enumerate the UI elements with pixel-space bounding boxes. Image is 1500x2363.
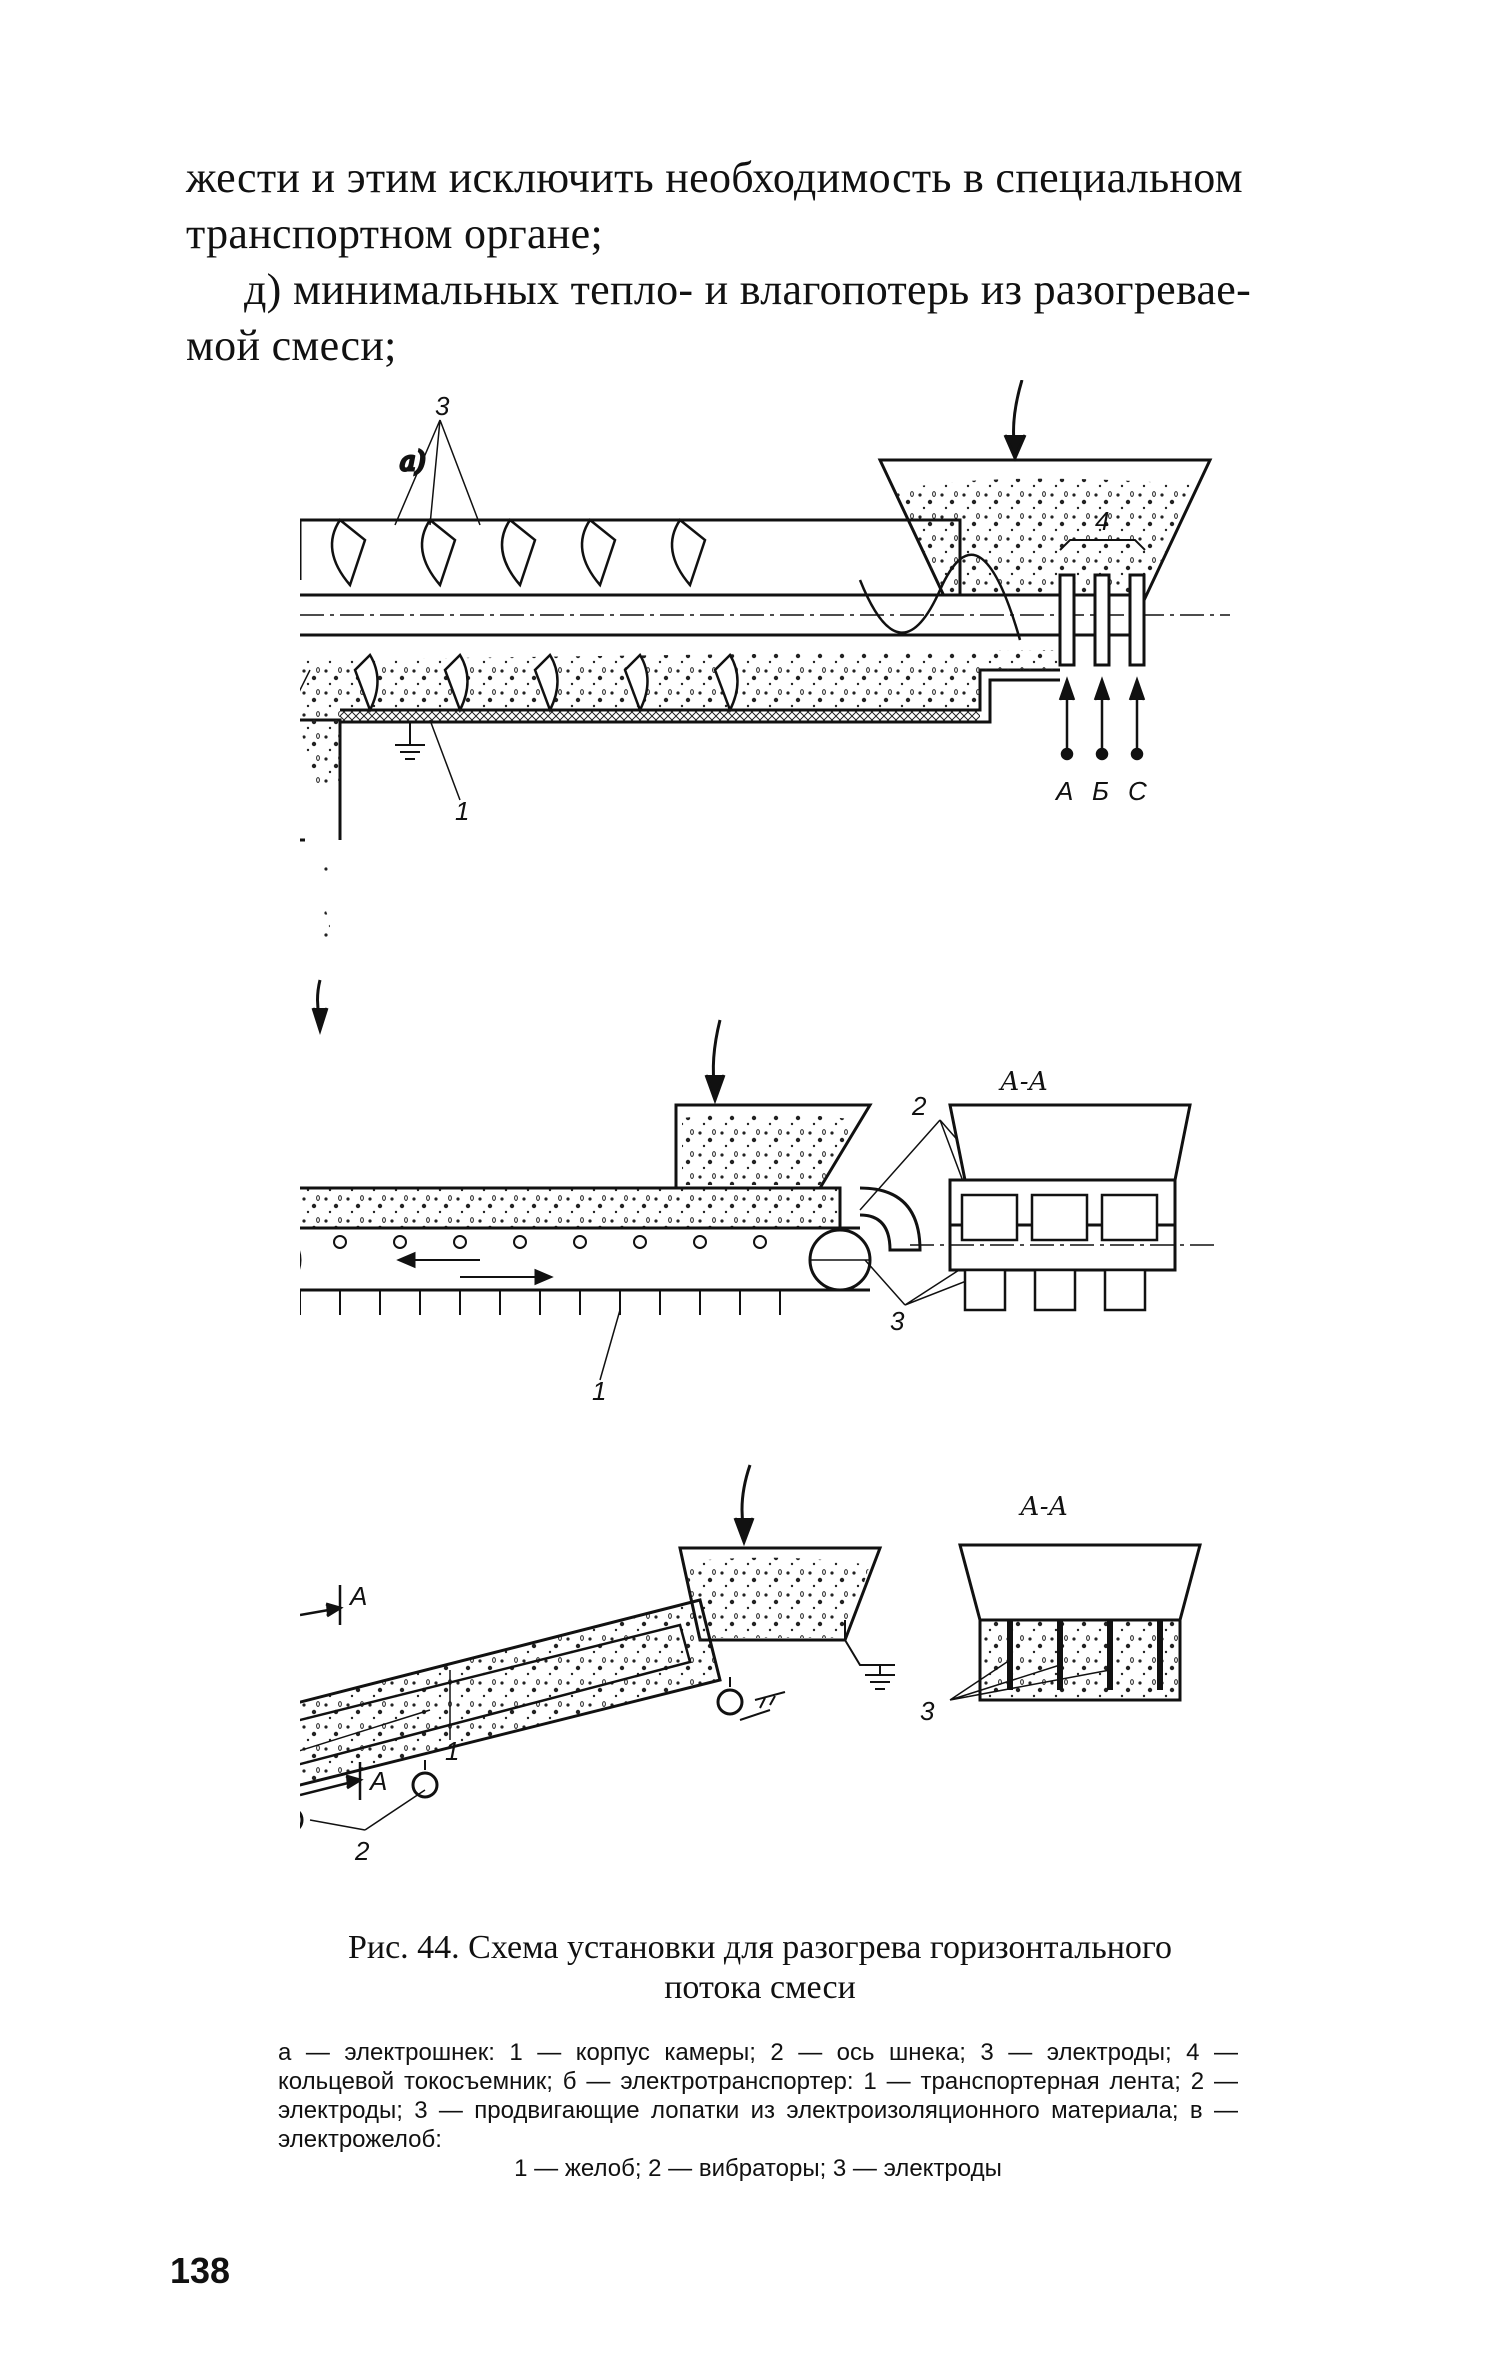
panel-b-conveyor: б) [300, 1019, 1220, 1406]
panel-b-num-3: 3 [890, 1306, 905, 1336]
caption-title-line-1: Рис. 44. Схема установки для разогрева г… [347, 1929, 1173, 1966]
paragraph-line-3: д) минимальных тепло- и влагопотерь из р… [244, 265, 1252, 314]
panel-v-num-2: 2 [354, 1836, 370, 1866]
panel-v-cut-a-top: А [348, 1581, 367, 1611]
panel-b-section-label: А-А [998, 1067, 1048, 1097]
phase-label-b: Б [1092, 776, 1109, 806]
panel-a-screw: а) [300, 380, 1230, 1035]
figure-44: а) [300, 380, 1260, 1900]
panel-v-section-num-3: 3 [920, 1696, 935, 1726]
figure-caption-body: а — электрошнек: 1 — корпус камеры; 2 — … [278, 2038, 1238, 2183]
panel-a-num-4: 4 [1095, 506, 1109, 536]
paragraph-line-2: транспортном органе; [186, 209, 603, 258]
caption-body-text: а — электрошнек: 1 — корпус камеры; 2 — … [278, 2039, 1238, 2153]
panel-v-cut-a-bottom: А [368, 1766, 387, 1796]
panel-v-num-1: 1 [445, 1736, 459, 1766]
page-number: 138 [170, 2250, 231, 2291]
phase-label-a: А [1054, 776, 1073, 806]
panel-v-section-label: А-А [1018, 1492, 1068, 1522]
paragraph-line-4: мой смеси; [186, 321, 397, 370]
panel-b-num-2: 2 [911, 1091, 927, 1121]
panel-v-trough: в) [300, 1464, 1202, 1866]
panel-a-num-1: 1 [455, 796, 469, 826]
panel-b-num-1: 1 [592, 1376, 606, 1406]
caption-title-line-2: потока смеси [664, 1969, 856, 2006]
paragraph-line-1: жести и этим исключить необходимость в с… [186, 153, 1243, 202]
caption-body-last-line: 1 — желоб; 2 — вибраторы; 3 — электроды [514, 2155, 1002, 2182]
figure-diagram: а) [300, 380, 1230, 1866]
panel-a-num-3: 3 [435, 391, 450, 421]
figure-caption-title: Рис. 44. Схема установки для разогрева г… [270, 1928, 1250, 2008]
phase-label-c: С [1128, 776, 1147, 806]
